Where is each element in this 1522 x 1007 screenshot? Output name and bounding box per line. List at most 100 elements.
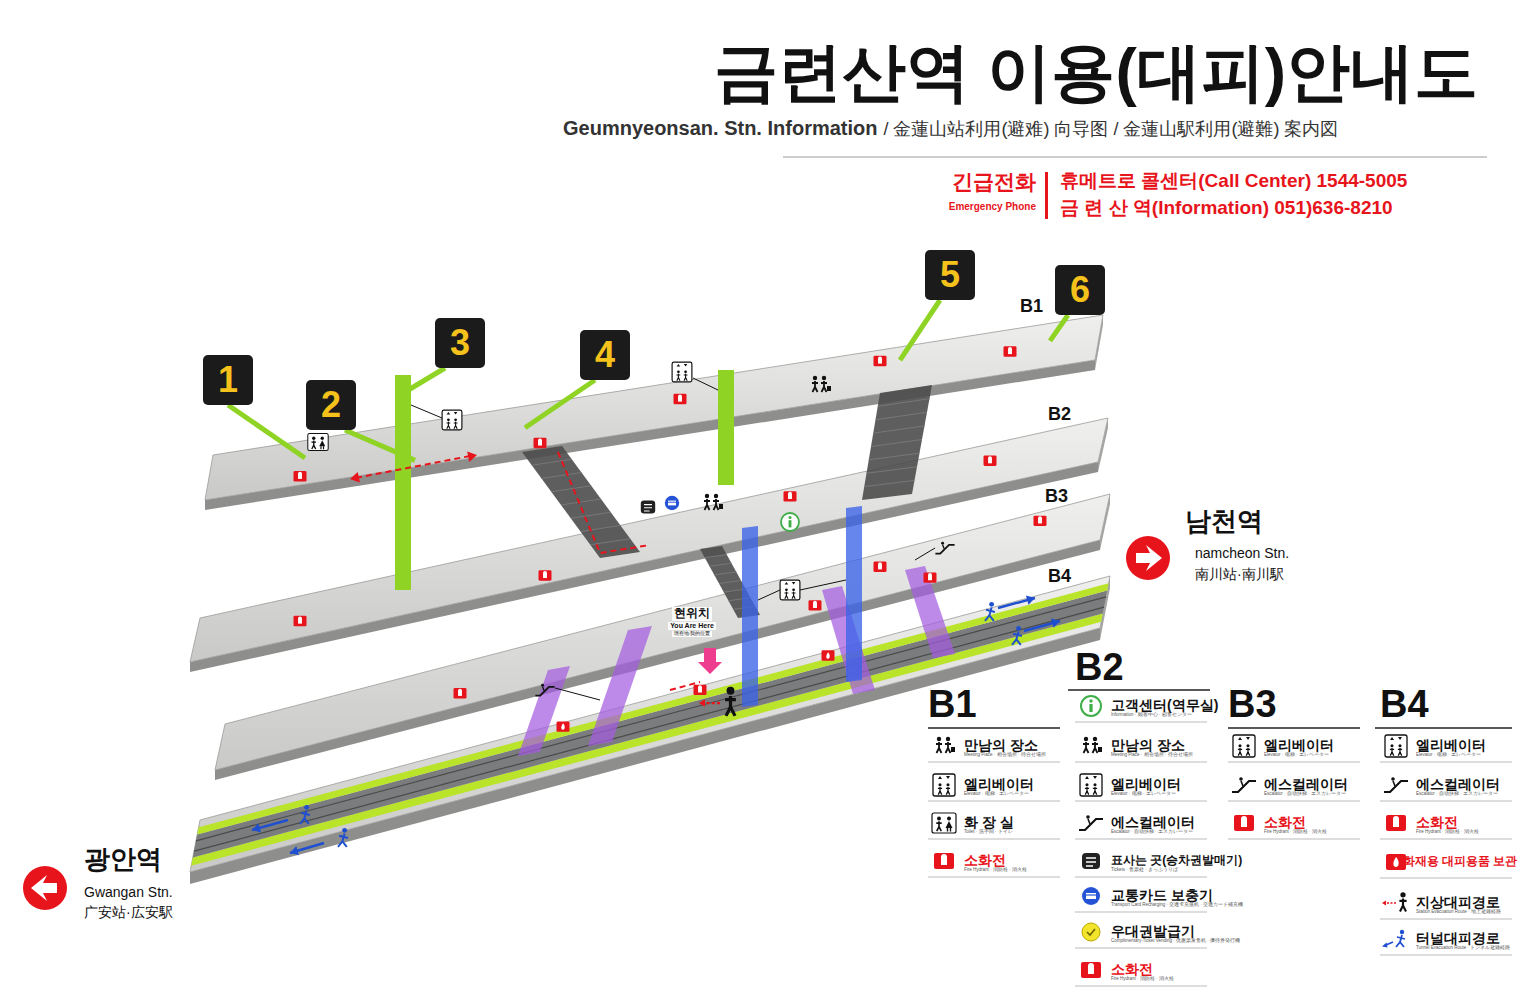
icon-part <box>1241 816 1247 822</box>
station-icon <box>699 687 736 716</box>
meet-icon <box>704 494 723 510</box>
legend-row-rule <box>1075 877 1207 878</box>
exit-leaders <box>228 300 1068 460</box>
floor-label: B3 <box>1045 486 1068 507</box>
legend-row-rule <box>1075 986 1207 987</box>
icon-part <box>1098 747 1102 752</box>
firebox-icon <box>557 721 570 731</box>
icon-leader <box>915 548 935 560</box>
legend-item: 에스컬레이터 <box>1111 814 1195 830</box>
icon-part <box>951 747 955 752</box>
elevator-pillar <box>718 370 734 485</box>
icon-part <box>784 491 797 501</box>
esc-icon <box>535 684 554 696</box>
firebox-icon <box>822 650 835 660</box>
icon-part <box>985 608 995 621</box>
icon-part <box>946 821 953 828</box>
exit-number-box: 2 <box>306 380 356 430</box>
icon-part <box>454 422 458 429</box>
icon-part <box>1084 737 1088 741</box>
icon-part <box>1386 942 1393 945</box>
runner-icon <box>985 602 995 621</box>
icon-part <box>668 501 676 506</box>
tunnel-evacuation-route <box>252 596 1060 856</box>
legend-item: 엘리베이터 <box>964 776 1034 792</box>
icon-part <box>928 573 932 577</box>
icon-part <box>1085 783 1088 786</box>
legend-item: 표사는 곳(승차권발매기) <box>1111 854 1242 868</box>
icon-part <box>1393 781 1395 786</box>
elev-icon <box>933 774 955 796</box>
icon-part <box>1400 892 1405 897</box>
exit-number-box: 3 <box>435 318 485 368</box>
meet-icon <box>1083 737 1102 753</box>
stair-step <box>542 473 582 479</box>
icon-part <box>698 685 702 689</box>
icon-part <box>672 362 692 382</box>
icon-part <box>684 370 687 373</box>
fire-icon <box>294 616 307 626</box>
icon-part <box>936 742 942 753</box>
legend-row-rule <box>1228 801 1360 802</box>
icon-part <box>298 472 302 476</box>
legend-item: 엘리베이터 <box>1416 737 1486 753</box>
card-icon <box>665 496 679 510</box>
exit-number-box: 1 <box>203 355 253 405</box>
icon-part <box>989 602 994 607</box>
icon-part <box>538 438 542 442</box>
direction-circle <box>1126 536 1170 580</box>
fire-icon <box>539 570 552 580</box>
you-are-here: 現在地·我的位置 <box>672 631 713 637</box>
icon-part <box>826 652 829 659</box>
icon-part <box>311 441 316 449</box>
station-name: 广安站·広安駅 <box>84 904 173 920</box>
icon-part <box>727 687 735 695</box>
icon-part <box>1079 819 1103 830</box>
icon-part <box>789 520 792 527</box>
tunnel-arrowhead <box>1026 596 1035 605</box>
icon-part <box>699 699 705 707</box>
icon-part <box>1087 929 1095 935</box>
icon-part <box>668 502 676 503</box>
legend-item: 만남의 장소 <box>964 737 1038 753</box>
fire-icon <box>1004 346 1017 356</box>
icon-part <box>665 496 679 510</box>
fire-icon <box>874 356 887 366</box>
icon-part <box>822 650 835 660</box>
stair-step <box>561 499 601 505</box>
icon-part <box>447 418 450 421</box>
icon-part <box>1393 857 1398 867</box>
legend-heading: B3 <box>1228 683 1277 727</box>
icon-part <box>535 687 554 696</box>
exit-number: 2 <box>321 385 341 425</box>
icon-part <box>812 381 818 392</box>
direction-circle <box>23 866 67 910</box>
stair-step <box>869 453 920 460</box>
elev-icon <box>1233 735 1255 757</box>
evac-route <box>355 456 470 478</box>
icon-part <box>1238 744 1241 747</box>
stairs <box>522 446 640 558</box>
icon-part <box>1082 887 1100 905</box>
fire-icon <box>674 394 687 404</box>
icon-part <box>813 376 817 380</box>
scene-icons <box>294 346 1047 732</box>
icon-part <box>641 501 655 514</box>
runner-icon <box>338 828 348 847</box>
fire-icon <box>924 572 937 582</box>
legend-item: 에스컬레이터 <box>1416 776 1500 792</box>
icon-part <box>1085 776 1097 779</box>
stair-step <box>590 539 630 545</box>
emergency-phone: 휴메트로 콜센터(Call Center) 1544-5005 <box>1060 170 1407 192</box>
evac-route <box>670 682 700 690</box>
title: 금련산역 이용(대피)안내도 <box>714 36 1478 110</box>
icon-part <box>1399 898 1406 911</box>
icon-part <box>948 828 951 832</box>
icon-part <box>792 588 795 591</box>
exit-leader-line <box>900 300 940 360</box>
evac-arrowhead <box>350 472 360 483</box>
icon-part <box>321 437 324 440</box>
icon-part <box>1083 742 1089 753</box>
icon-part <box>1386 815 1406 831</box>
legend-row-rule <box>1075 912 1207 913</box>
